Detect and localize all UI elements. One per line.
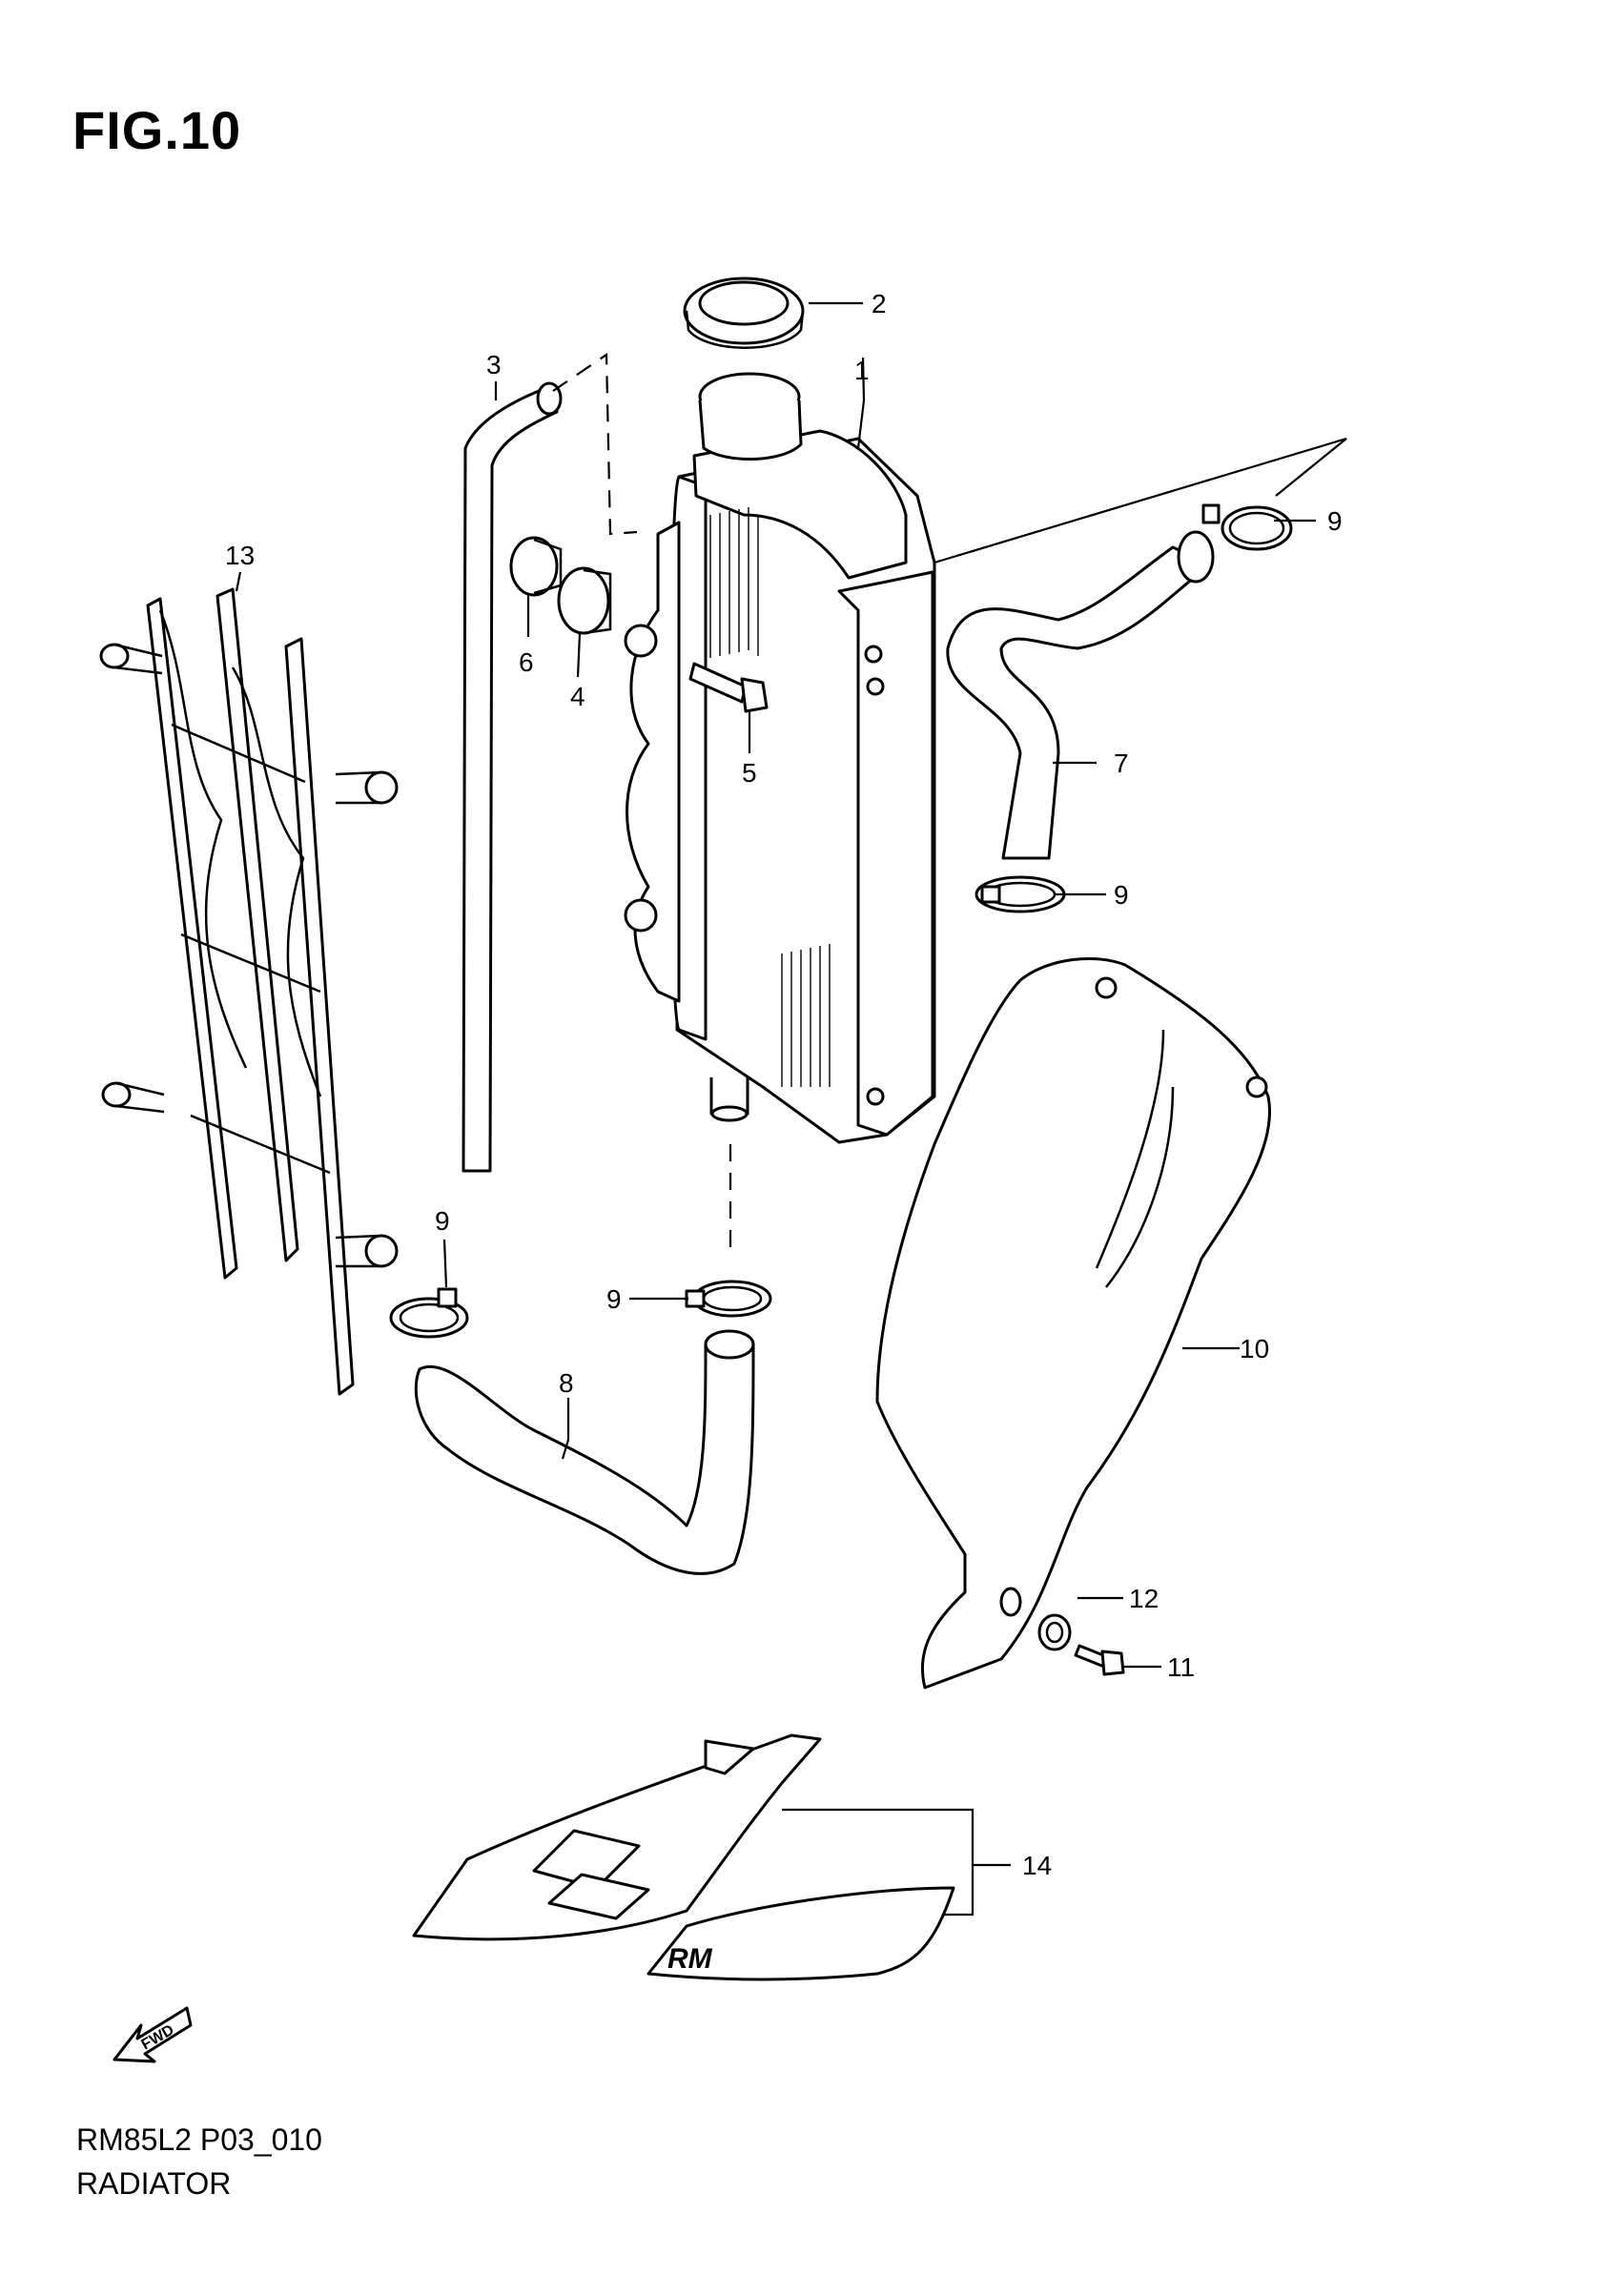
overflow-hose [462,381,563,1173]
radiator-core [624,372,936,1144]
forward-direction-arrow: FWD [113,2006,193,2063]
hose-clamp-upper-right [1201,503,1293,551]
callout-2: 2 [872,289,887,318]
callout-8: 8 [559,1368,574,1398]
grommet [557,566,612,635]
callout-11: 11 [1167,1652,1195,1682]
callout-12: 12 [1129,1584,1159,1613]
figure-title: FIG.10 [72,100,242,160]
callout-14: 14 [1022,1851,1052,1880]
diagram-name: RADIATOR [76,2166,232,2201]
emblem-set: RM [412,1733,955,1981]
hose-clamp-lower-left [389,1287,469,1339]
radiator-shroud [875,956,1271,1690]
diagram-code: RM85L2 P03_010 [76,2122,322,2157]
plug-cap [509,536,563,597]
callout-1: 1 [854,356,870,385]
callout-7: 7 [1114,748,1129,778]
callout-9-mid-right: 9 [1114,880,1129,910]
callout-9-upper-right: 9 [1327,506,1343,536]
callout-4: 4 [570,682,585,711]
upper-radiator-hose [946,530,1215,860]
svg-text:RM: RM [667,1943,713,1975]
shroud-bolt [1074,1644,1125,1676]
lower-radiator-hose [414,1329,755,1575]
reference-line-hose [552,352,638,536]
collar [1037,1613,1072,1651]
mounting-bolt [688,662,769,713]
hose-clamp-lower-mid [685,1280,772,1318]
callout-13: 13 [225,541,255,570]
callout-10: 10 [1240,1334,1269,1363]
callout-6: 6 [519,647,534,677]
hose-clamp-mid-right [975,875,1066,913]
radiator-cap [683,277,805,349]
callout-3: 3 [486,350,502,379]
callout-9-lower-left: 9 [435,1206,450,1236]
callout-5: 5 [742,758,757,788]
callout-9-lower-mid: 9 [606,1284,622,1314]
reference-line-upper [934,437,1347,564]
radiator-louver [99,587,399,1396]
leader-lines [235,301,1316,1917]
